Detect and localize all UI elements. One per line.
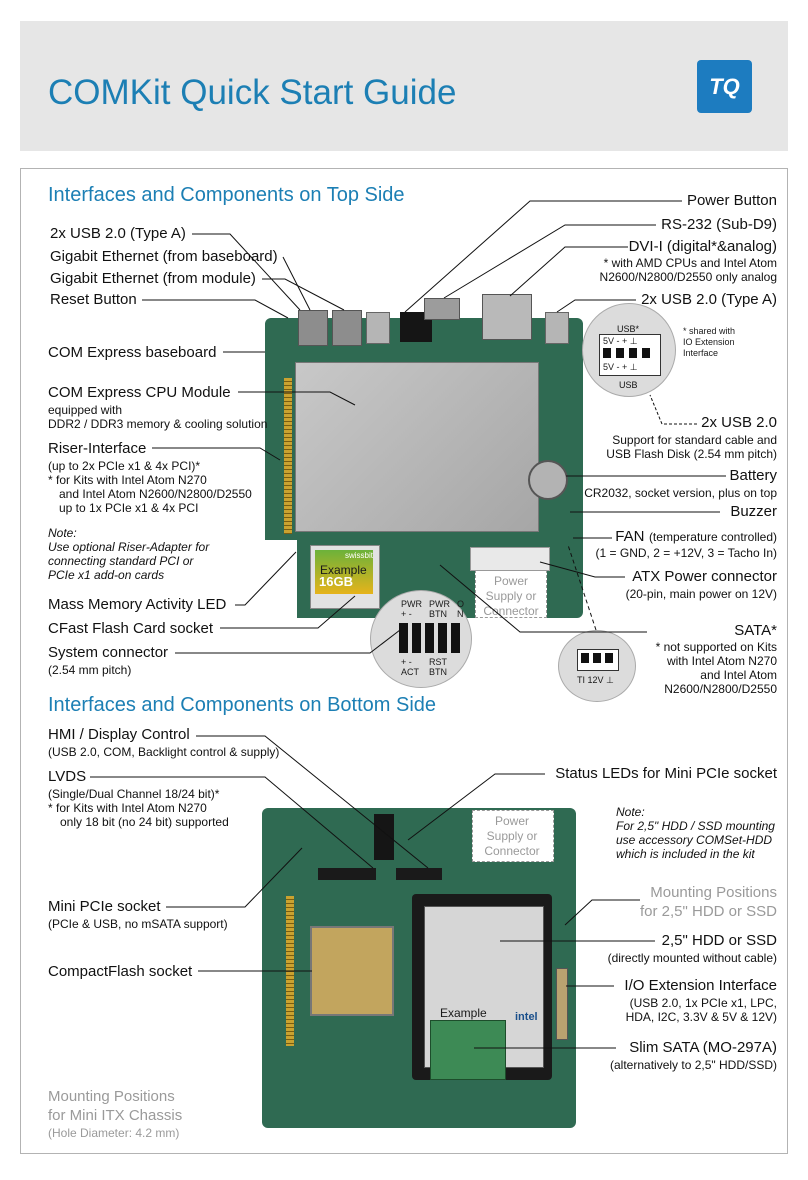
- usb-port-top: [366, 312, 390, 344]
- label-mount-hdd: Mounting Positions: [650, 884, 777, 901]
- label-mass-memory-led: Mass Memory Activity LED: [48, 596, 227, 613]
- slim-sata-module: [430, 1020, 506, 1080]
- top-side-heading: Interfaces and Components on Top Side: [48, 184, 405, 206]
- usb-pinout-zoom: USB* 5V - + ⊥ 5V - + ⊥ USB: [582, 303, 676, 397]
- label-fan: FAN (temperature controlled): [615, 528, 777, 545]
- label-battery: Battery: [729, 467, 777, 484]
- label-mount-itx: Mounting Positions: [48, 1088, 175, 1105]
- bottom-note: Note:: [616, 805, 645, 819]
- label-power-button: Power Button: [686, 192, 777, 209]
- label-baseboard: COM Express baseboard: [48, 344, 217, 361]
- cfast-example-tag: Example: [320, 563, 367, 577]
- label-cpu-module: COM Express CPU Module: [48, 384, 231, 401]
- label-lvds: LVDS: [48, 768, 87, 785]
- ethernet-port-2: [332, 310, 362, 346]
- cpu-heatsink: [295, 362, 539, 532]
- label-gbe-module: Gigabit Ethernet (from module): [50, 270, 256, 287]
- riser-fingers: [284, 378, 292, 534]
- label-hmi: HMI / Display Control: [48, 726, 190, 743]
- content-frame: [20, 168, 788, 1154]
- label-buzzer: Buzzer: [730, 503, 777, 520]
- lvds-connector-part: [318, 868, 376, 880]
- dvi-connector: [482, 294, 532, 340]
- label-gbe-baseboard: Gigabit Ethernet (from baseboard): [50, 248, 278, 265]
- header-banner: [20, 21, 788, 151]
- atx-connector: [470, 547, 550, 571]
- label-io-extension: I/O Extension Interface: [624, 977, 777, 994]
- bottom-example-tag: Example: [440, 1006, 487, 1020]
- compactflash-socket-part: [310, 926, 394, 1016]
- label-compactflash: CompactFlash socket: [48, 963, 193, 980]
- label-usb-header: 2x USB 2.0: [701, 414, 777, 431]
- label-status-leds: Status LEDs for Mini PCIe socket: [555, 765, 777, 782]
- usb-port-right: [545, 312, 569, 344]
- label-dvi: DVI-I (digital*&analog): [628, 238, 777, 255]
- battery-cell: [528, 460, 568, 500]
- system-connector-zoom: PWR PWR O + - BTN N + - RST ACT BTN: [370, 590, 472, 688]
- page-title: COMKit Quick Start Guide: [48, 73, 457, 112]
- sata-pinout-zoom: TI 12V ⊥: [558, 630, 636, 702]
- top-note: Note:: [48, 526, 77, 540]
- tq-logo: TQ: [697, 60, 752, 113]
- rs232-connector: [424, 298, 460, 320]
- io-extension-connector: [556, 968, 568, 1040]
- label-cfast: CFast Flash Card socket: [48, 620, 214, 637]
- label-hdd-ssd: 2,5" HDD or SSD: [661, 932, 777, 949]
- label-rs232: RS-232 (Sub-D9): [661, 216, 777, 233]
- ethernet-port-1: [298, 310, 328, 346]
- hmi-connector-part: [396, 868, 442, 880]
- label-sata: SATA*: [734, 622, 777, 639]
- label-reset-button: Reset Button: [50, 291, 137, 308]
- bottom-psu-box: [472, 810, 554, 862]
- label-minipcie: Mini PCIe socket: [48, 898, 161, 915]
- label-system-connector: System connector: [48, 644, 169, 661]
- label-usb-type-a-right: 2x USB 2.0 (Type A): [641, 291, 777, 308]
- minipcie-socket-part: [374, 814, 394, 860]
- label-usb-type-a-left: 2x USB 2.0 (Type A): [50, 225, 186, 242]
- cfast-card: swissbit 16GB: [310, 545, 380, 609]
- label-riser: Riser-Interface: [48, 440, 147, 457]
- label-slim-sata: Slim SATA (MO-297A): [629, 1039, 777, 1056]
- bottom-side-heading: Interfaces and Components on Bottom Side: [48, 694, 437, 716]
- label-atx-power: ATX Power connector: [632, 568, 777, 585]
